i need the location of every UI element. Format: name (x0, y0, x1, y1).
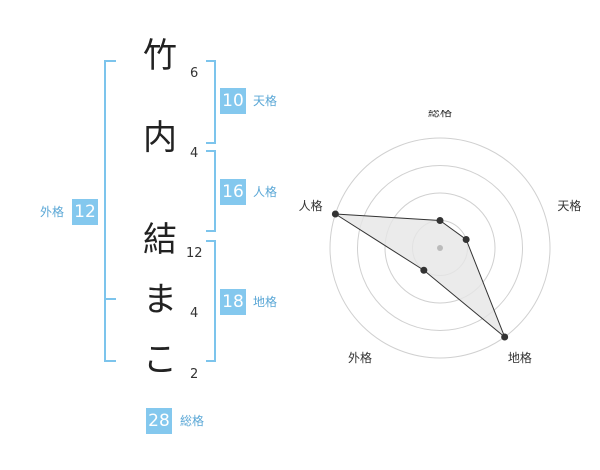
name-char-1: 竹 (143, 36, 177, 76)
tenkaku-value: 10 (220, 88, 246, 114)
radar-axis-label-4: 外格 (348, 350, 372, 365)
name-char-2: 内 (143, 118, 177, 158)
radar-point-1 (436, 217, 444, 224)
radar-ring-3 (357, 165, 523, 331)
radar-ring-2 (384, 192, 496, 304)
jinkaku-bracket (206, 150, 216, 232)
radar-point-2 (462, 236, 470, 244)
jinkaku-label: 人格 (253, 185, 278, 199)
chikaku-label: 地格 (253, 295, 278, 309)
gaikaku-bracket-tick (104, 298, 116, 300)
tenkaku-bracket (206, 60, 216, 144)
radar-axis-label-5: 人格 (299, 198, 323, 213)
soukaku-label: 総格 (180, 414, 205, 428)
radar-center (437, 245, 443, 251)
gaikaku-bracket-outer (104, 60, 116, 362)
stroke-count-5: 2 (190, 367, 199, 382)
chikaku-value: 18 (220, 289, 246, 315)
name-char-4: ま (143, 280, 177, 320)
radar-point-3 (501, 333, 509, 341)
gaikaku-value: 12 (72, 199, 98, 225)
name-char-5: こ (143, 340, 177, 380)
radar-ring-4 (329, 137, 551, 359)
radar-axis-label-1: 総格 (428, 110, 452, 119)
stroke-count-2: 4 (190, 146, 199, 161)
radar-point-4 (420, 266, 428, 274)
radar-axis-label-3: 地格 (508, 350, 532, 365)
soukaku-value: 28 (146, 408, 172, 434)
chikaku-bracket (206, 240, 216, 362)
name-char-3: 結 (143, 220, 177, 260)
jinkaku-value: 16 (220, 179, 246, 205)
radar-axis-label-2: 天格 (557, 198, 581, 213)
radar-point-5 (331, 210, 339, 218)
radar-series-area (335, 213, 506, 338)
stroke-count-3: 12 (186, 246, 203, 261)
stroke-count-4: 4 (190, 306, 199, 321)
tenkaku-label: 天格 (253, 94, 278, 108)
gaikaku-label: 外格 (40, 205, 65, 219)
stroke-count-1: 6 (190, 66, 199, 81)
